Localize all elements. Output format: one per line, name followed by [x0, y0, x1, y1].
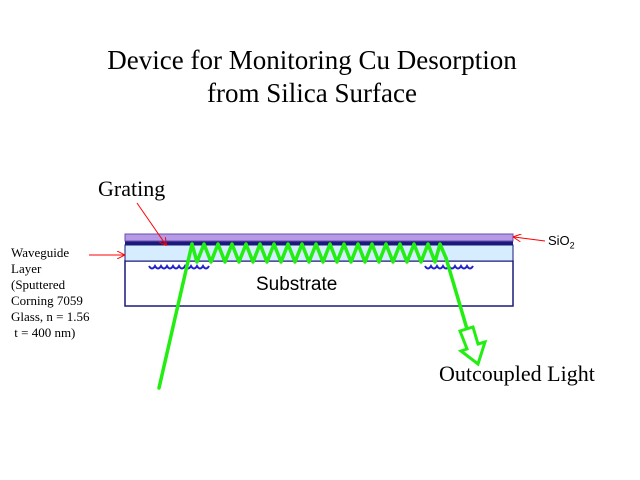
waveguide-label-line: Waveguide — [11, 245, 70, 260]
title-line-2: from Silica Surface — [207, 78, 417, 108]
substrate-label: Substrate — [256, 274, 338, 295]
slide-title: Device for Monitoring Cu Desorption from… — [0, 44, 624, 110]
grating-wave-left — [148, 264, 210, 270]
guided-zigzag — [190, 242, 448, 264]
waveguide-label-line: t = 400 nm) — [11, 325, 76, 340]
waveguide-label-line: (Sputtered — [11, 277, 66, 292]
sio2-pointer-arrow — [514, 237, 546, 241]
waveguide-label-line: Corning 7059 — [11, 293, 83, 308]
outcoupled-beam — [444, 256, 469, 331]
outcoupled-light-label: Outcoupled Light — [439, 361, 595, 386]
grating-label: Grating — [98, 176, 166, 201]
sio2-label: SiO2 — [548, 233, 575, 251]
waveguide-label: Waveguide Layer (Sputtered Corning 7059 … — [11, 245, 121, 341]
grating-layer — [125, 240, 513, 245]
outcoupled-arrow — [457, 325, 488, 367]
title-line-1: Device for Monitoring Cu Desorption — [107, 45, 517, 75]
light-path — [157, 242, 469, 390]
waveguide-label-line: Glass, n = 1.56 — [11, 309, 90, 324]
incoming-beam — [157, 242, 194, 390]
sio2-label-base: SiO — [548, 233, 570, 248]
grating-pointer-arrow — [136, 202, 166, 245]
sio2-layer — [124, 233, 514, 242]
sio2-label-subscript: 2 — [569, 240, 575, 251]
waveguide-label-line: Layer — [11, 261, 42, 276]
